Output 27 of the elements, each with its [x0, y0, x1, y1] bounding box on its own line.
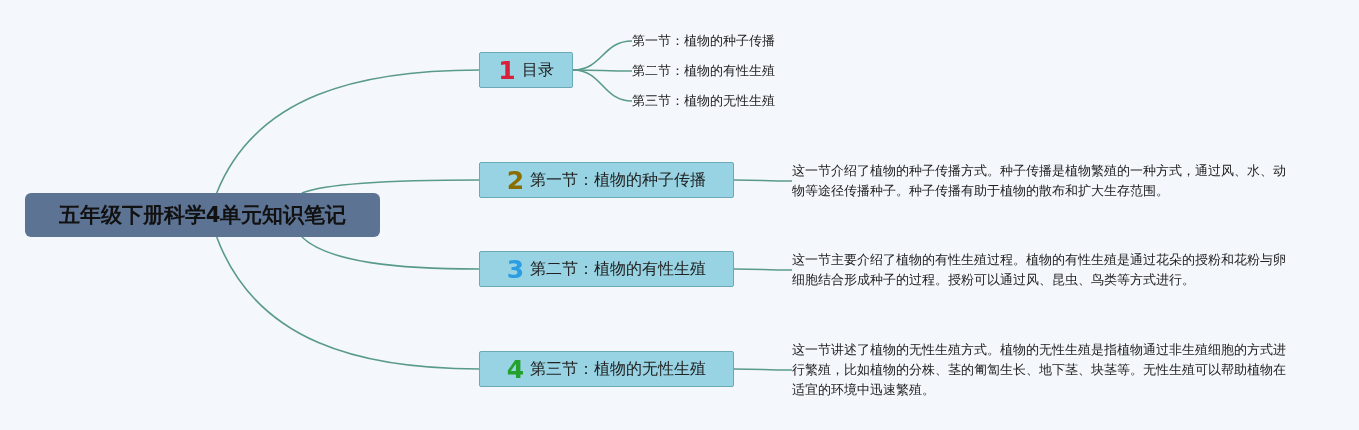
connector-line — [215, 236, 480, 370]
description-text: 这一节讲述了植物的无性生殖方式。植物的无性生殖是指植物通过非生殖细胞的方式进行繁殖，比如植物的分株、茎的匍匐生长、地下茎、块茎等。无性生殖可以帮助植物在适宜的环境中迅速繁殖。 — [792, 340, 1297, 400]
connector-line — [733, 368, 793, 371]
number-label: 1 — [498, 55, 516, 85]
topic-box — [479, 251, 734, 287]
topic-label: 第一节：植物的种子传播 — [530, 169, 707, 191]
connector-line — [572, 69, 633, 102]
connector-line — [301, 236, 480, 270]
connector-line — [301, 179, 480, 194]
connector-line — [733, 179, 793, 182]
subtopic-text: 第二节：植物的有性生殖 — [632, 61, 802, 81]
connector-line — [215, 69, 480, 194]
subtopic-text: 第三节：植物的无性生殖 — [632, 91, 802, 111]
root-topic-box: 五年级下册科学4单元知识笔记 — [25, 193, 380, 237]
topic-label: 第三节：植物的无性生殖 — [530, 358, 707, 380]
description-text: 这一节介绍了植物的种子传播方式。种子传播是植物繁殖的一种方式，通过风、水、动物等途径传播种子。种子传播有助于植物的散布和扩大生存范围。 — [792, 161, 1297, 201]
topic-box — [479, 351, 734, 387]
number-label: 2 — [506, 165, 525, 195]
topic-box — [479, 52, 573, 88]
topic-label: 目录 — [521, 59, 554, 81]
number-label: 4 — [506, 354, 525, 384]
number-label: 3 — [506, 254, 525, 284]
topic-label: 第二节：植物的有性生殖 — [530, 258, 707, 280]
description-text: 这一节主要介绍了植物的有性生殖过程。植物的有性生殖是通过花朵的授粉和花粉与卵细胞结合形成种子的过程。授粉可以通过风、昆虫、鸟类等方式进行。 — [792, 250, 1297, 290]
connector-line — [733, 268, 793, 271]
subtopic-text: 第一节：植物的种子传播 — [632, 31, 802, 51]
topic-box — [479, 162, 734, 198]
